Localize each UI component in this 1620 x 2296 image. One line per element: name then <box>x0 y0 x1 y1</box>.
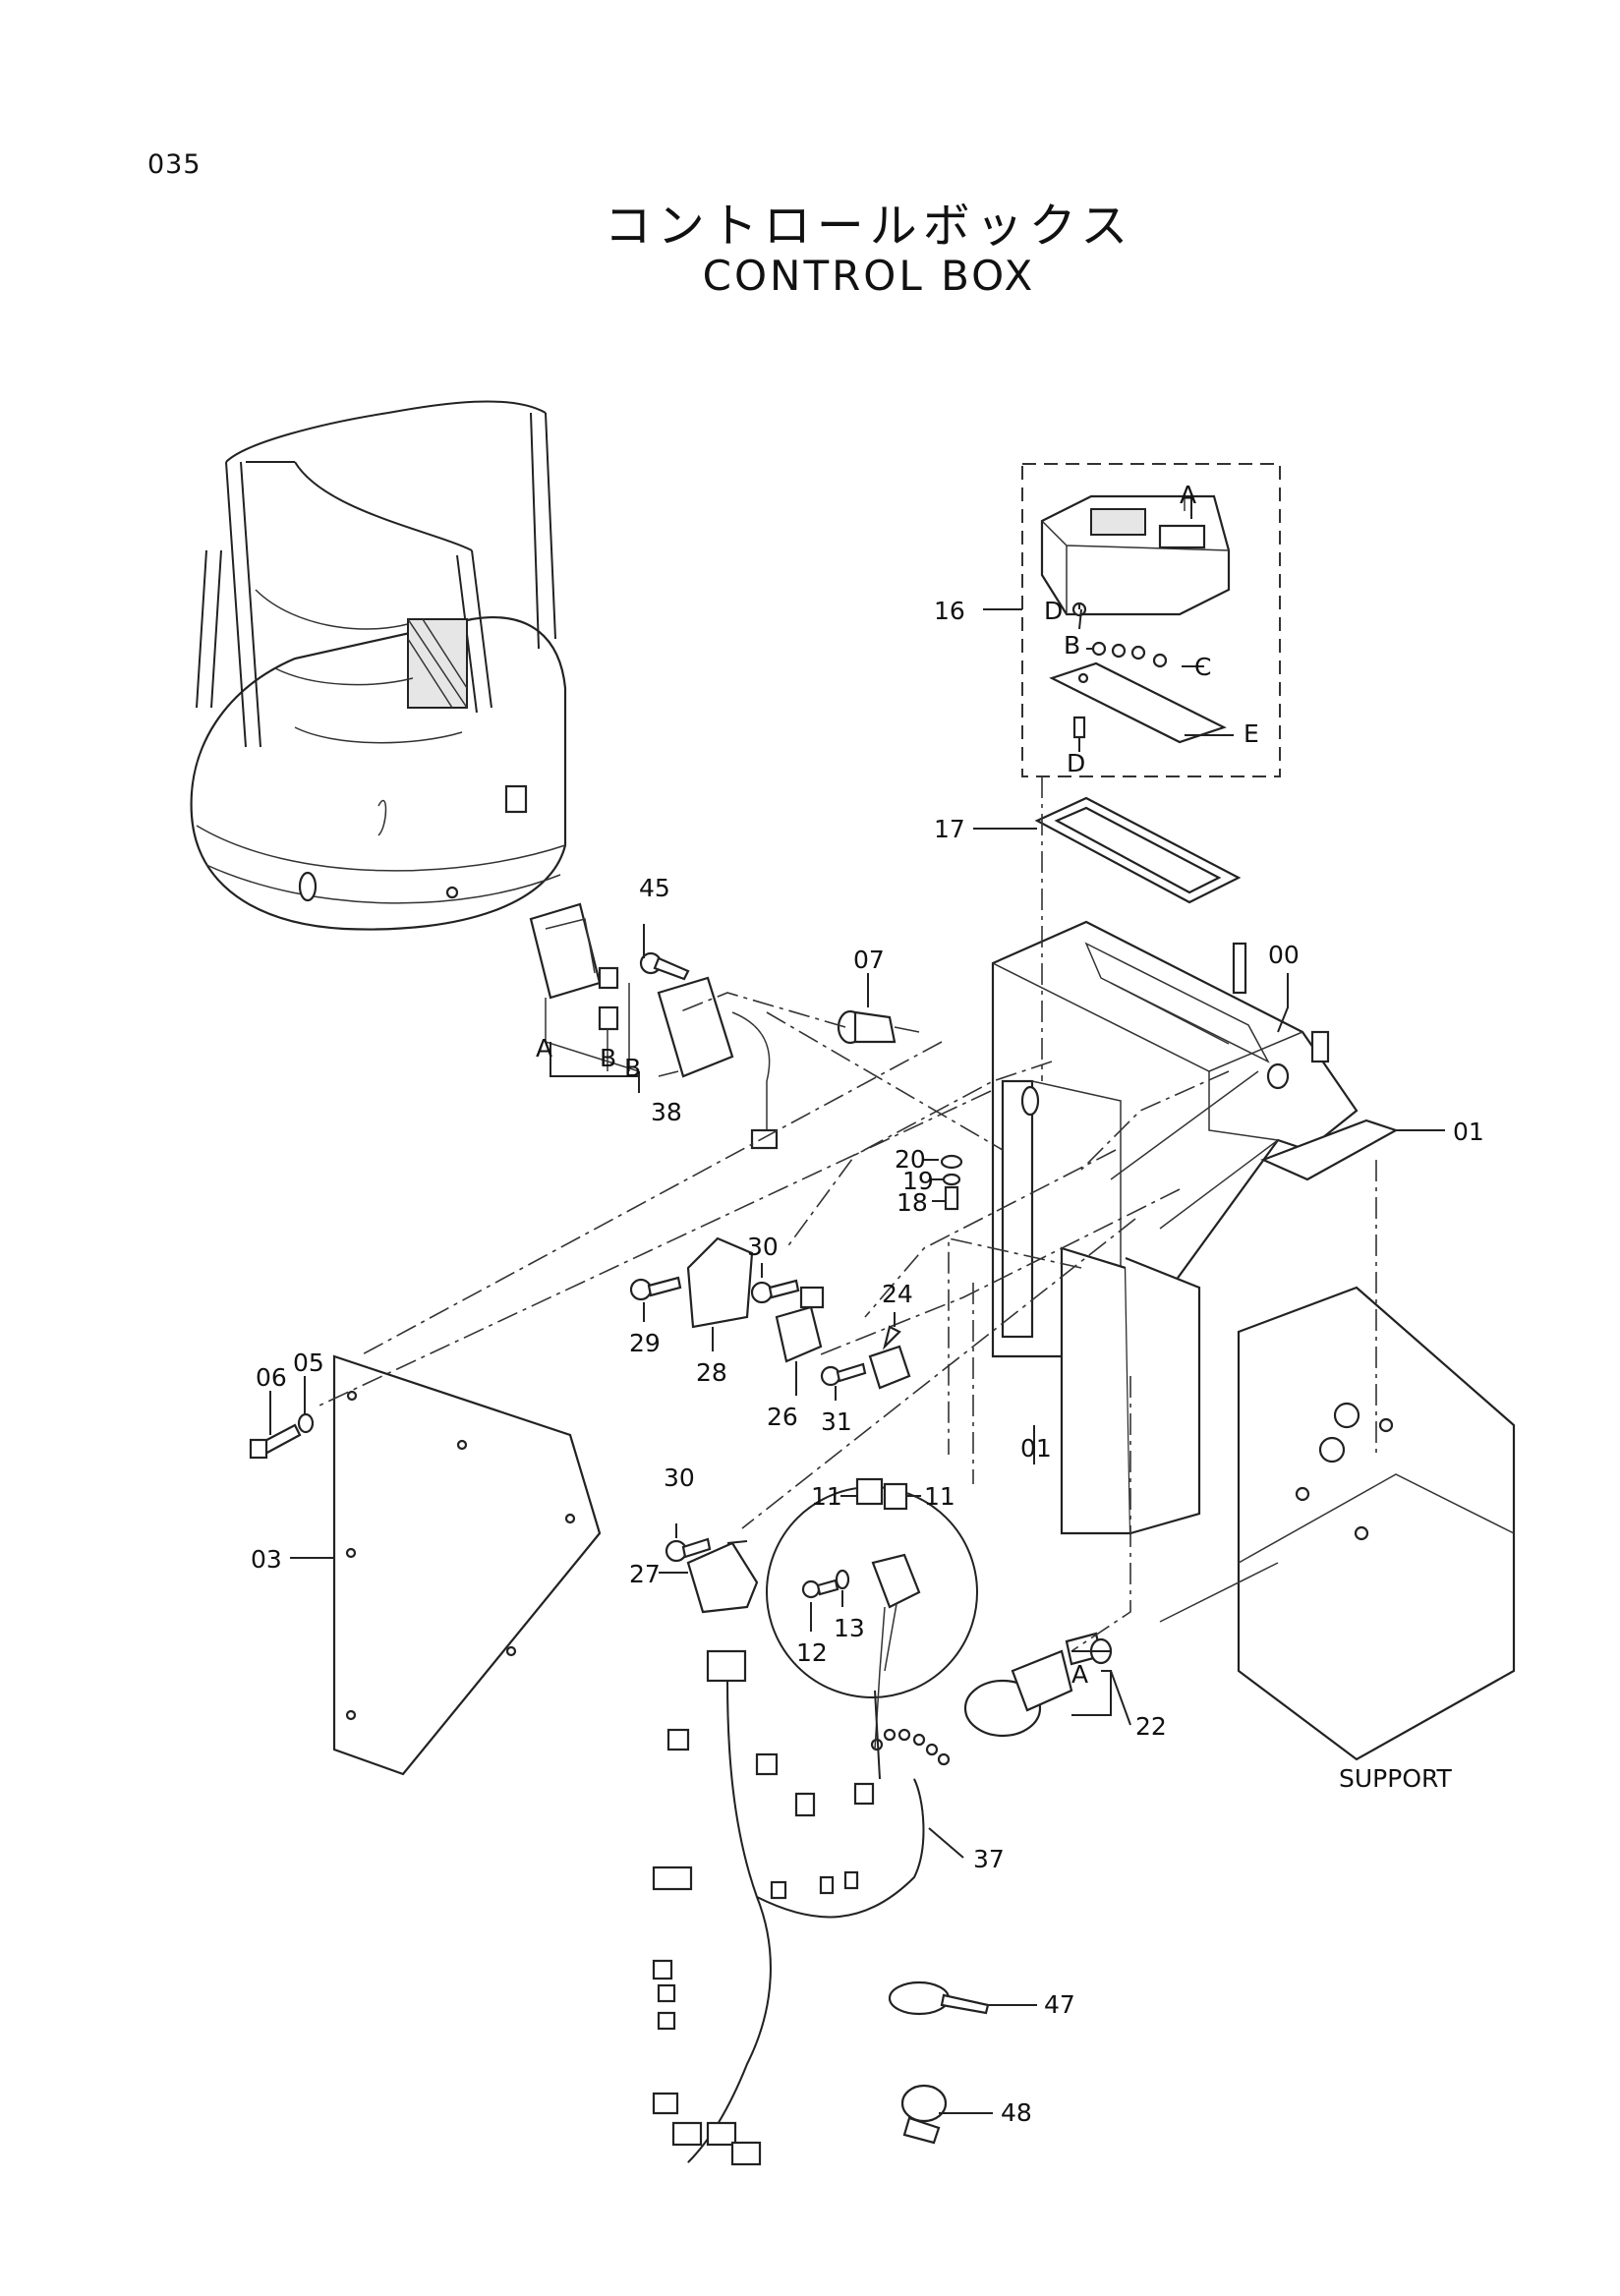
callout-labels: 16 17 00 01 01 03 05 06 07 11 11 12 13 1… <box>251 597 1484 2127</box>
letter-a-keyswitch: A <box>1071 1660 1088 1689</box>
leader-lines <box>269 496 1445 2114</box>
callout-11-left: 11 <box>811 1482 842 1511</box>
letter-c-monitor: C <box>1194 653 1211 681</box>
bolt-45 <box>639 951 690 981</box>
part-27 <box>665 1537 759 1614</box>
callout-01-right: 01 <box>1453 1118 1484 1146</box>
part-24 <box>868 1325 911 1390</box>
callout-47: 47 <box>1044 1990 1075 2019</box>
letter-e-monitor: E <box>1244 719 1259 748</box>
callout-48: 48 <box>1001 2098 1032 2127</box>
callout-01-lower: 01 <box>1020 1434 1052 1463</box>
callout-05: 05 <box>293 1349 324 1377</box>
fasteners-18-19-20 <box>940 1154 963 1211</box>
letter-a-monitor: A <box>1180 481 1196 509</box>
callout-30-upper: 30 <box>747 1233 779 1261</box>
support-label: SUPPORT <box>1339 1764 1453 1793</box>
page-number: 035 <box>147 149 202 180</box>
callout-03: 03 <box>251 1545 282 1574</box>
wire-harness-37 <box>652 1649 951 2166</box>
callout-00: 00 <box>1268 941 1300 969</box>
letter-d-monitor-bottom: D <box>1067 749 1085 777</box>
title-english: CONTROL BOX <box>702 252 1036 300</box>
monitor-assembly-16 <box>1021 463 1281 777</box>
callout-12: 12 <box>796 1638 828 1667</box>
letter-b-monitor: B <box>1064 631 1080 660</box>
callout-38: 38 <box>651 1098 682 1126</box>
excavator-overview-illustration <box>190 400 567 931</box>
control-box-frame-00 <box>991 920 1399 1535</box>
callout-13: 13 <box>834 1614 865 1642</box>
callout-27: 27 <box>629 1560 661 1588</box>
title-japanese: コントロールボックス <box>604 199 1134 254</box>
callout-19: 19 <box>902 1167 934 1195</box>
callout-29: 29 <box>629 1329 661 1357</box>
letter-b-controller-2: B <box>624 1054 641 1082</box>
letter-a-controller: A <box>536 1034 552 1062</box>
callout-37: 37 <box>973 1845 1005 1873</box>
switch-07 <box>837 1009 920 1045</box>
callout-20: 20 <box>895 1145 926 1174</box>
letter-d-monitor-top: D <box>1044 597 1063 625</box>
support-structure <box>1159 1286 1516 1761</box>
cable-tie-47 <box>888 1980 990 2016</box>
gasket-17 <box>1034 796 1242 904</box>
callout-06: 06 <box>256 1363 287 1392</box>
clamp-48 <box>900 2084 948 2145</box>
letter-labels: A B C D D E A B B A <box>536 481 1259 1689</box>
bolt-06-washer-05 <box>249 1412 315 1460</box>
callout-18: 18 <box>897 1188 928 1217</box>
callout-28: 28 <box>696 1358 727 1387</box>
callout-17: 17 <box>934 815 965 843</box>
callout-22: 22 <box>1135 1712 1167 1741</box>
callout-31: 31 <box>821 1407 852 1436</box>
callout-24: 24 <box>882 1280 913 1308</box>
relay-detail-circle <box>766 1477 978 1698</box>
callout-16: 16 <box>934 597 965 625</box>
callout-45: 45 <box>639 874 670 902</box>
relay-26 <box>750 1279 867 1387</box>
callout-30-lower: 30 <box>664 1464 695 1492</box>
callout-26: 26 <box>767 1403 798 1431</box>
callout-11-right: 11 <box>924 1482 955 1511</box>
key-switch-22 <box>963 1632 1113 1738</box>
controller-38 <box>529 902 779 1150</box>
relay-28 <box>629 1236 754 1329</box>
letter-b-controller-1: B <box>600 1044 616 1072</box>
assembly-guide-lines <box>318 776 1377 1652</box>
side-cover-03 <box>332 1354 602 1776</box>
callout-07: 07 <box>853 946 885 974</box>
